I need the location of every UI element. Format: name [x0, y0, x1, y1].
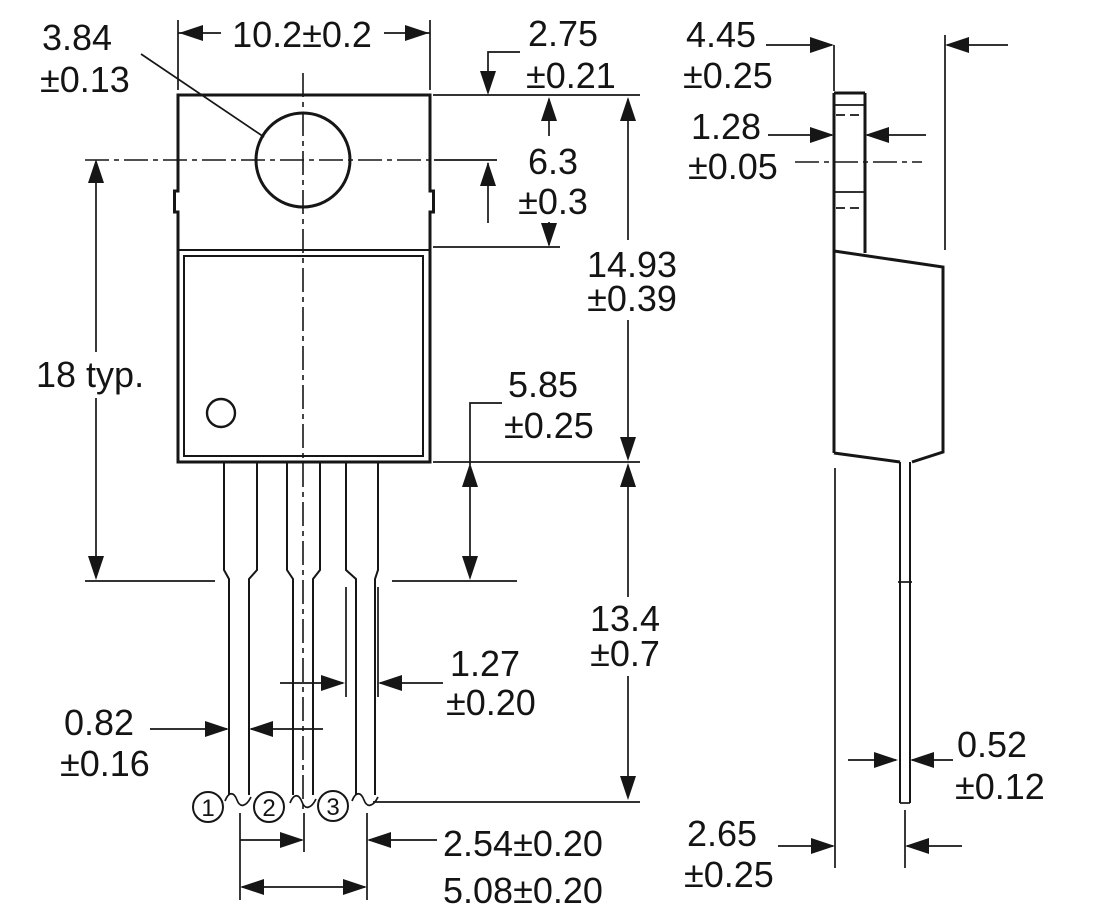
dim-shoulder-width: [280, 587, 443, 697]
dim-hole-to-top: [433, 51, 640, 223]
dim-body-height-value: 14.93: [587, 244, 677, 285]
dim-hole-to-top-value: 2.75: [528, 13, 598, 54]
dim-tab-thickness-value: 1.28: [691, 106, 761, 147]
dim-lead-len-tol: ±0.7: [590, 633, 660, 674]
side-view: [795, 91, 945, 804]
lead-3: [345, 462, 379, 807]
lead-2-break-squiggle: [289, 794, 317, 809]
dim-shoulder-length: [392, 402, 517, 582]
arrow-left: [179, 25, 203, 41]
lead-2: [286, 462, 321, 809]
dim-tab-depth-value: 6.3: [528, 141, 578, 182]
side-view-body: [832, 93, 945, 464]
dim-total-depth-value: 4.45: [686, 14, 756, 55]
dim-body-width-label: 10.2±0.2: [232, 14, 372, 55]
dim-lead-setback: [778, 468, 962, 868]
front-body-inner-rect: [183, 255, 424, 457]
dim-lead-span: [240, 879, 367, 895]
dim-lead-setback-tol: ±0.25: [684, 854, 774, 895]
dim-lead-thickness-tol: ±0.12: [955, 766, 1045, 807]
dim-hole-dia-tol: ±0.13: [40, 59, 130, 100]
front-view: [85, 73, 497, 812]
dim-shoulder-len-value: 5.85: [508, 364, 578, 405]
pin-3-label: 3: [317, 790, 349, 822]
side-view-tab: [834, 91, 867, 253]
pin-2-number: 2: [262, 795, 275, 822]
dim-hole-leader: [140, 53, 265, 138]
dim-lead-pitch-label: 2.54±0.20: [443, 823, 603, 864]
dim-tab-depth: [433, 97, 560, 248]
pin-2-label: 2: [253, 791, 285, 823]
dim-hole-to-seat: [85, 159, 215, 582]
dim-shoulder-len-tol: ±0.25: [504, 405, 594, 446]
arrow-right: [405, 25, 429, 41]
dim-hole-to-seat-label: 18 typ.: [36, 354, 144, 395]
front-body-outline: [173, 93, 435, 464]
dim-total-depth: [766, 35, 1008, 250]
dim-body-height: [620, 97, 636, 461]
pin1-marker-dot: [205, 397, 237, 429]
dim-lead-len-value: 13.4: [590, 598, 660, 639]
side-view-lead: [898, 462, 912, 804]
dim-lead-span-label: 5.08±0.20: [443, 870, 603, 911]
dim-lead-width-value: 0.82: [64, 702, 134, 743]
dim-tab-thickness-tol: ±0.05: [688, 146, 778, 187]
dim-lead-pitch: [239, 813, 437, 900]
lead-3-break-squiggle: [351, 792, 379, 807]
dim-lead-width: [150, 721, 323, 737]
dim-shoulder-width-value: 1.27: [450, 643, 520, 684]
dim-hole-dia-value: 3.84: [42, 17, 112, 58]
dim-lead-thickness: [848, 752, 953, 768]
dim-body-width: [177, 20, 431, 90]
dim-tab-depth-tol: ±0.3: [518, 181, 588, 222]
pin-1-number: 1: [201, 795, 214, 822]
dim-shoulder-width-tol: ±0.20: [446, 682, 536, 723]
lead-1-break-squiggle: [224, 792, 252, 807]
pin-1-label: 1: [192, 791, 224, 823]
lead-1: [223, 462, 258, 807]
dim-body-height-tol: ±0.39: [587, 278, 677, 319]
dim-tab-thickness: [768, 127, 926, 143]
dim-lead-thickness-value: 0.52: [957, 724, 1027, 765]
dim-lead-setback-value: 2.65: [687, 813, 757, 854]
dim-lead-length: [373, 461, 640, 803]
pin-3-number: 3: [326, 794, 339, 821]
dim-hole-to-top-tol: ±0.21: [526, 55, 616, 96]
dim-total-depth-tol: ±0.25: [683, 55, 773, 96]
dim-lead-width-tol: ±0.16: [60, 743, 150, 784]
